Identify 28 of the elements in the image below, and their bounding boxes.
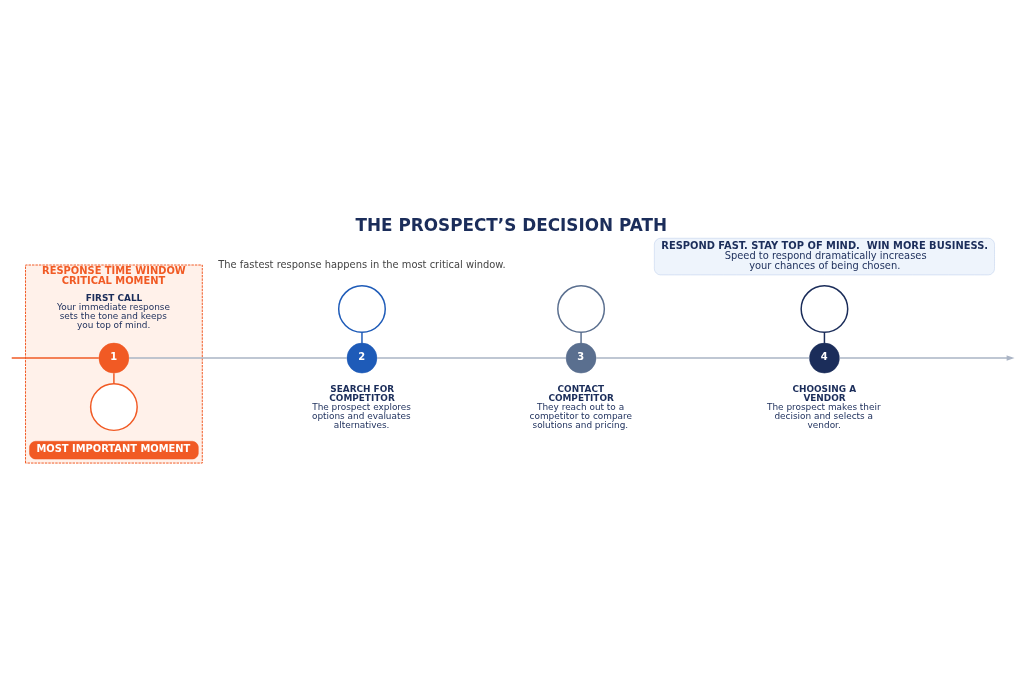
connector (128, 357, 348, 359)
connector (11, 357, 100, 359)
node-label: They reach out to a competitor to compare solutions and pricing. (529, 402, 632, 431)
arrow (838, 355, 1015, 361)
connector (113, 372, 115, 385)
label: The fastest response happens in the most critical window. (218, 259, 506, 271)
node-circle: 1 (98, 342, 130, 374)
node-label: Your immediate response sets the tone and keeps you top of mind. (56, 302, 170, 331)
node-circle (800, 285, 849, 334)
connector (376, 357, 567, 359)
node-label: CONTACT COMPETITOR (548, 384, 614, 404)
connector (580, 331, 582, 344)
node-circle: 2 (346, 342, 378, 374)
node-circle: 3 (565, 342, 597, 374)
node-box: RESPOND FAST. STAY TOP OF MIND. WIN MORE BUSINESS. Speed to respond dramatically increases your chances of being chosen. (654, 238, 995, 276)
node-circle: 4 (809, 342, 840, 374)
node-circle (557, 285, 606, 334)
node-box: MOST IMPORTANT MOMENT (29, 441, 199, 460)
node-circle (89, 383, 138, 432)
node-circle (337, 285, 386, 334)
node-label: SEARCH FOR COMPETITOR (329, 384, 395, 404)
node-label: The prospect explores options and evaluates alternatives. (311, 402, 411, 431)
node-label: The prospect makes their decision and selects a vendor. (767, 402, 881, 431)
diagram-title: THE PROSPECT’S DECISION PATH (355, 214, 667, 235)
connector (361, 331, 363, 344)
node-label: FIRST CALL (85, 293, 143, 304)
node-label: CHOOSING A VENDOR (792, 384, 857, 404)
connector (595, 357, 811, 359)
